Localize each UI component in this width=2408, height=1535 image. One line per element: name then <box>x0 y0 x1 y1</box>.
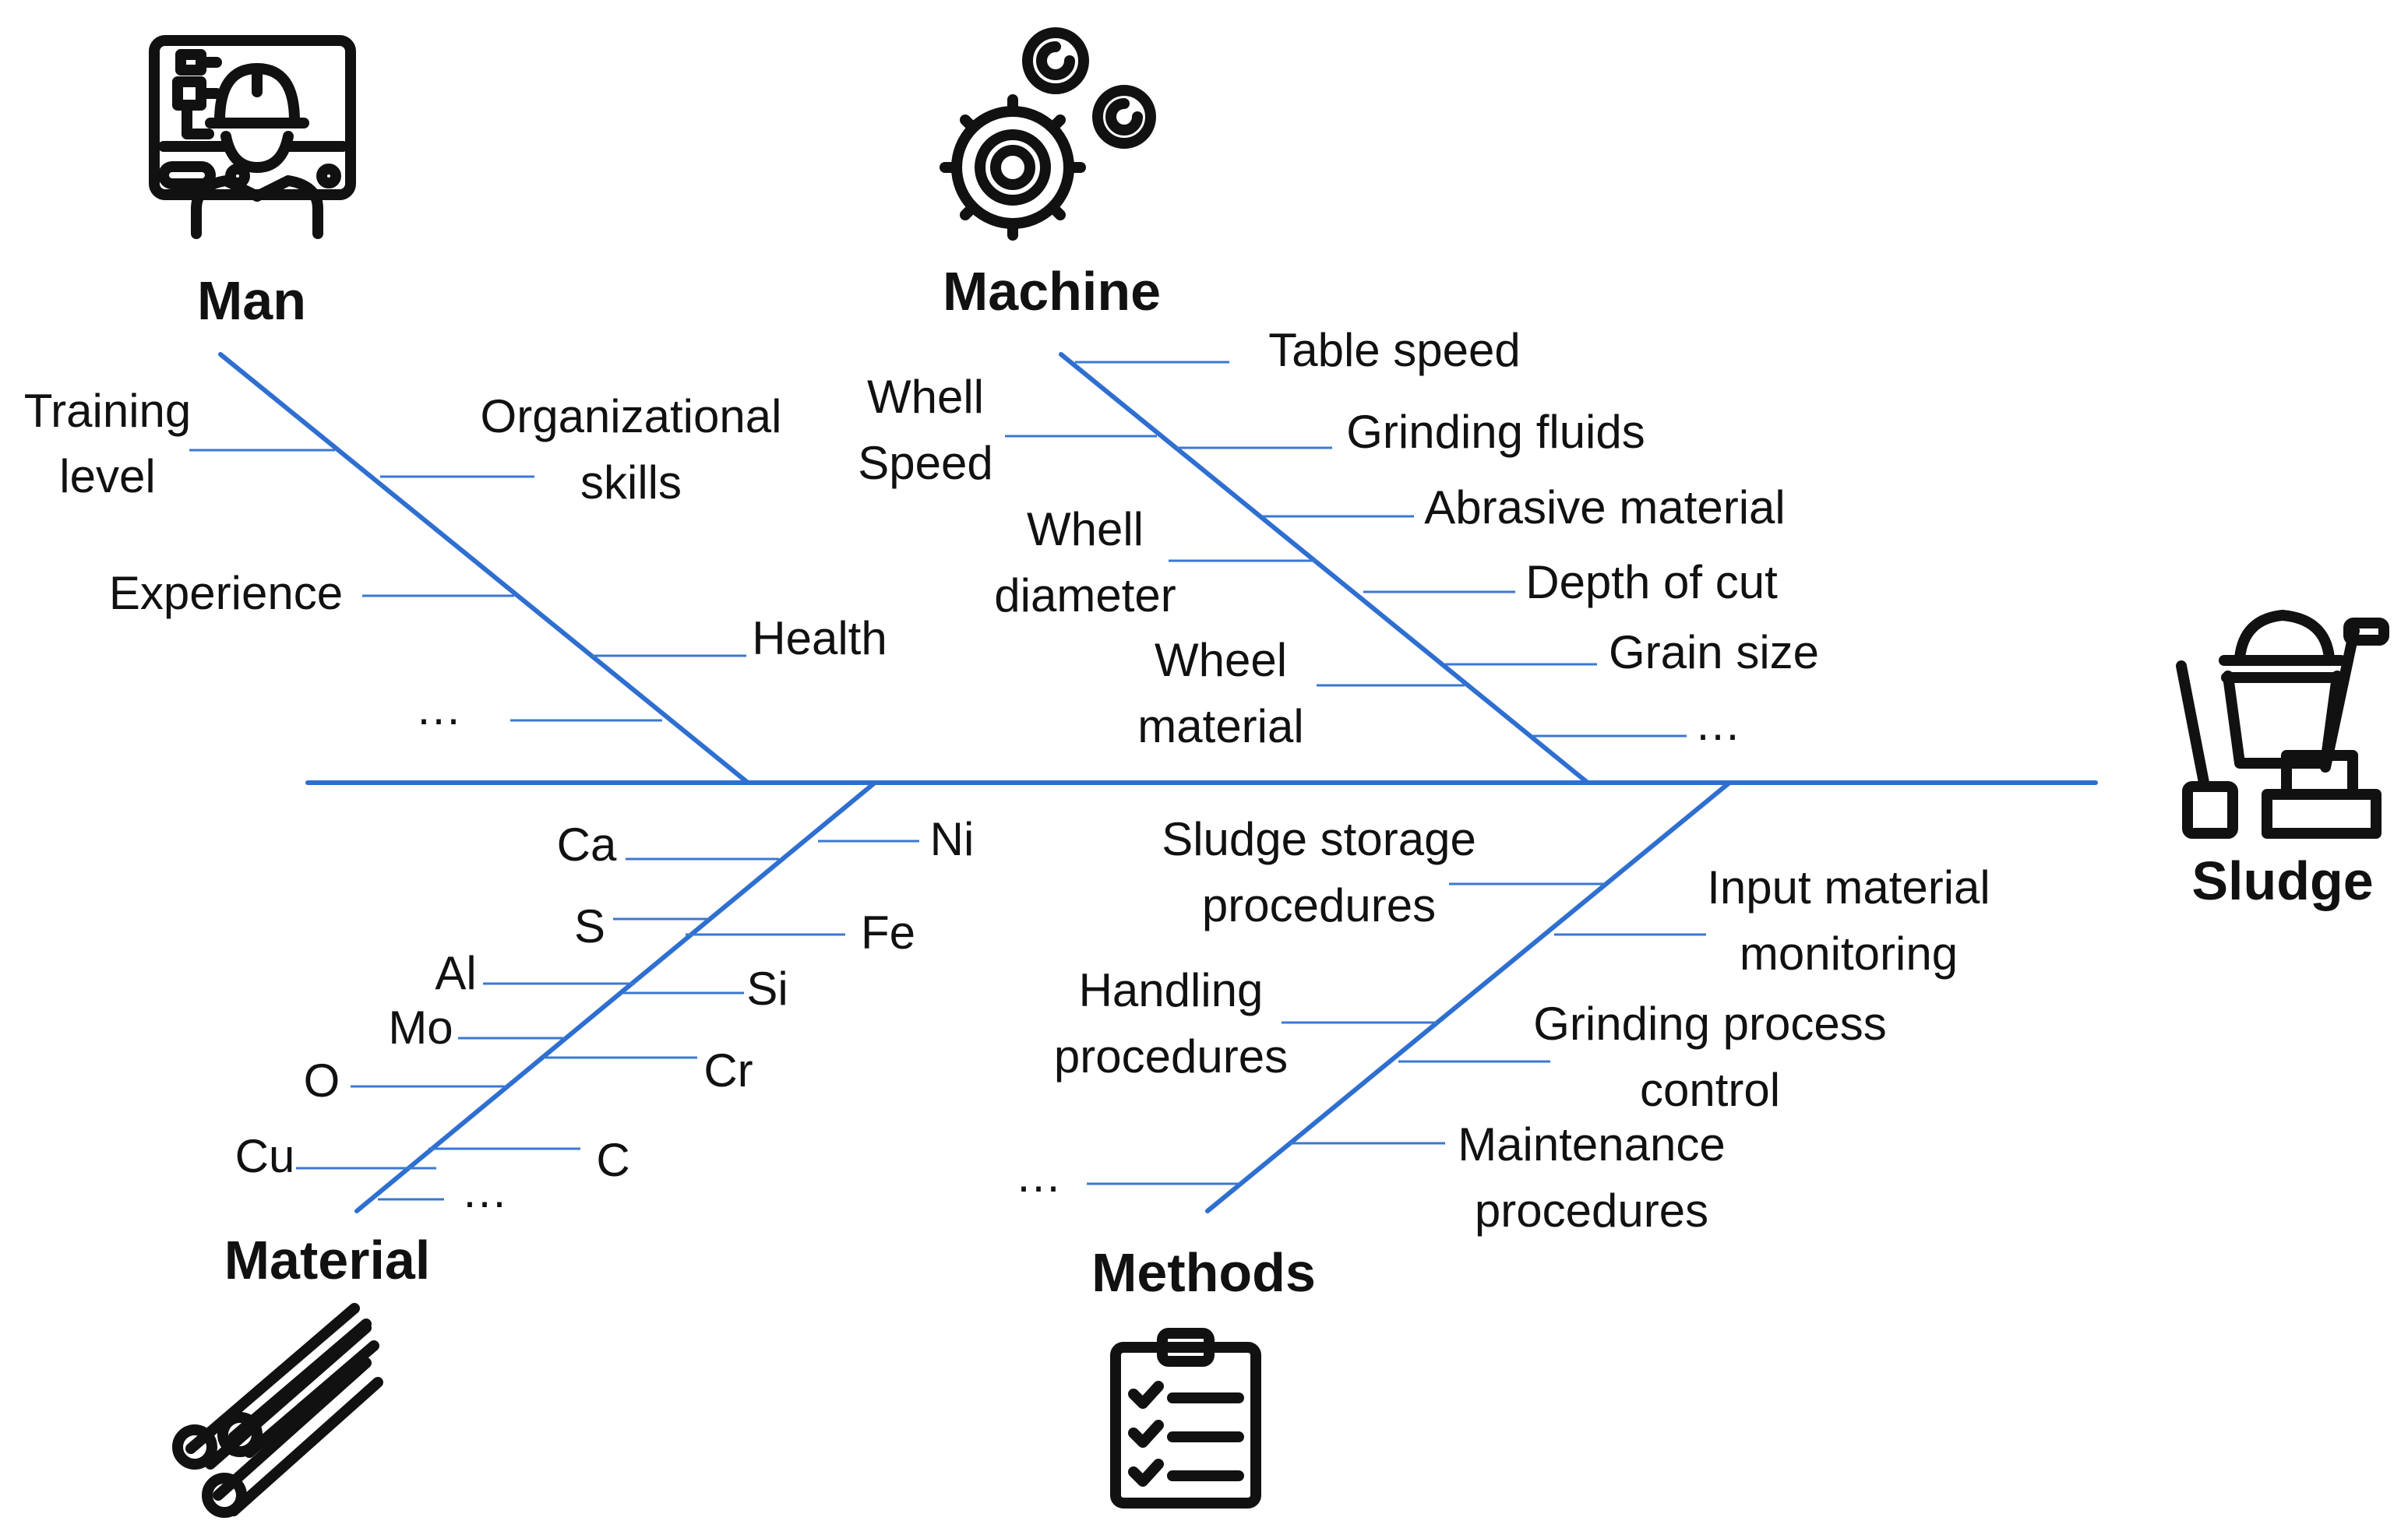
man-bone <box>218 352 750 785</box>
label-grinding-control-2: control <box>1640 1064 1780 1116</box>
label-material-more: … <box>461 1165 508 1217</box>
label-man-more: … <box>415 682 462 734</box>
category-methods-label: Methods <box>1091 1242 1316 1303</box>
label-s: S <box>574 900 605 952</box>
label-mo: Mo <box>388 1002 453 1054</box>
label-whell-diameter-1: Whell <box>1027 503 1144 555</box>
label-methods-more: … <box>1015 1149 1062 1202</box>
label-sludge-storage-2: procedures <box>1202 879 1436 931</box>
label-handling-1: Handling <box>1079 964 1264 1016</box>
label-abrasive-material: Abrasive material <box>1424 481 1786 533</box>
label-o: O <box>304 1054 340 1107</box>
category-machine-label: Machine <box>943 261 1161 322</box>
label-si: Si <box>746 963 788 1015</box>
label-input-monitoring-1: Input material <box>1707 861 1990 914</box>
label-sludge-storage-1: Sludge storage <box>1162 813 1476 865</box>
methods-bone <box>1205 780 1732 1213</box>
label-al: Al <box>435 947 476 999</box>
label-wheel-material-1: Wheel <box>1155 634 1287 686</box>
label-grinding-fluids: Grinding fluids <box>1346 406 1645 458</box>
label-handling-2: procedures <box>1054 1030 1288 1083</box>
label-maintenance-1: Maintenance <box>1458 1118 1726 1171</box>
gears-icon <box>940 27 1156 241</box>
label-ca: Ca <box>557 819 617 871</box>
label-cu: Cu <box>235 1130 295 1182</box>
label-whell-diameter-2: diameter <box>994 569 1176 621</box>
label-table-speed: Table speed <box>1268 324 1521 376</box>
label-organizational-2: skills <box>580 456 682 509</box>
label-organizational-1: Organizational <box>481 390 782 442</box>
label-grain-size: Grain size <box>1609 626 1819 678</box>
category-material-label: Material <box>224 1230 431 1290</box>
machine-bone <box>1059 352 1590 785</box>
label-wheel-material-2: material <box>1137 700 1303 752</box>
material-branches <box>296 840 919 1201</box>
label-input-monitoring-2: monitoring <box>1740 928 1958 980</box>
category-man-label: Man <box>197 270 306 331</box>
label-grinding-control-1: Grinding process <box>1533 998 1887 1050</box>
label-training-2: level <box>59 450 155 502</box>
label-whell-speed-2: Speed <box>858 437 993 489</box>
label-training-1: Training <box>24 385 192 437</box>
label-machine-more: … <box>1694 698 1741 750</box>
effect-label: Sludge <box>2191 850 2373 911</box>
label-depth-of-cut: Depth of cut <box>1525 556 1778 608</box>
label-experience: Experience <box>109 567 343 619</box>
engineer-monitor-icon <box>149 35 356 239</box>
man-branches <box>189 449 746 722</box>
methods-branches <box>1087 882 1706 1185</box>
material-bone <box>354 780 877 1213</box>
machine-branches <box>1005 361 1687 738</box>
label-whell-speed-1: Whell <box>867 371 984 423</box>
label-ni: Ni <box>930 813 975 865</box>
label-health: Health <box>752 612 887 664</box>
label-cr: Cr <box>703 1044 753 1097</box>
clipboard-checklist-icon <box>1110 1328 1261 1509</box>
label-maintenance-2: procedures <box>1475 1185 1708 1237</box>
label-fe: Fe <box>861 907 915 959</box>
pipes-icon <box>172 1303 383 1518</box>
sludge-bucket-shovel-icon <box>2176 610 2389 839</box>
label-c: C <box>596 1134 629 1186</box>
